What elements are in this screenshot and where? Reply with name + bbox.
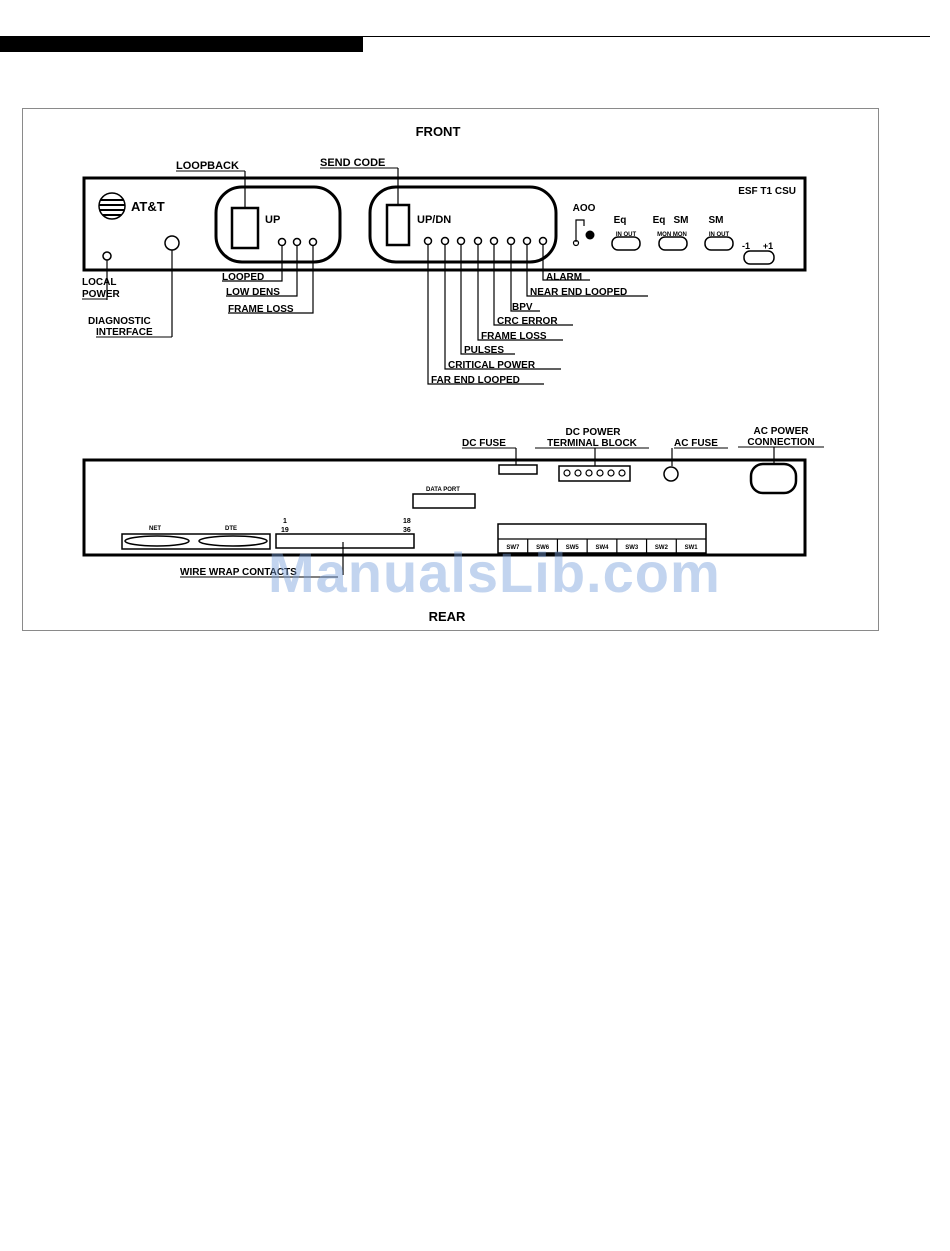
dc-terminal-block xyxy=(558,465,631,482)
low-dens-label: LOW DENS xyxy=(226,287,280,298)
option-switch-bank: SW7 SW6 SW5 SW4 SW3 SW2 SW1 xyxy=(497,523,707,554)
frame-loss-label-2: FRAME LOSS xyxy=(481,331,547,342)
bpv-led xyxy=(506,236,516,246)
local-power-label-1: LOCAL xyxy=(82,277,116,288)
net-dte-connector-bay xyxy=(121,533,271,550)
brand-label: AT&T xyxy=(131,199,165,214)
eq1-button xyxy=(611,236,641,251)
pulses-label: PULSES xyxy=(464,345,504,356)
alarm-led xyxy=(538,236,548,246)
eq2-label: Eq xyxy=(653,215,666,226)
net-label: NET xyxy=(149,526,161,532)
send-code-switch xyxy=(385,203,411,247)
ac-power-label-2: CONNECTION xyxy=(747,437,814,448)
wire-wrap-block xyxy=(275,533,415,549)
eq2-sub-label: MON MON xyxy=(657,232,687,238)
bpv-label: BPV xyxy=(512,302,533,313)
eq2-button xyxy=(658,236,688,251)
switch-label-sw3: SW3 xyxy=(625,545,639,551)
plus-one-label: +1 xyxy=(763,241,773,251)
switch-label-sw6: SW6 xyxy=(536,545,550,551)
send-code-updn-label: UP/DN xyxy=(417,214,451,226)
dc-power-label-1: DC POWER xyxy=(566,427,622,438)
frame-loss-label-1: FRAME LOSS xyxy=(228,304,294,315)
local-power-label-2: POWER xyxy=(82,289,121,300)
data-port-label: DATA PORT xyxy=(426,487,460,493)
header-rule xyxy=(363,36,930,37)
front-title: FRONT xyxy=(416,124,461,139)
pulses-led xyxy=(456,236,466,246)
looped-label: LOOPED xyxy=(222,272,264,283)
dc-power-label-2: TERMINAL BLOCK xyxy=(547,438,638,449)
wire-wrap-pin-18: 18 xyxy=(403,518,411,525)
status-leds xyxy=(423,236,548,246)
minus-one-label: -1 xyxy=(742,241,750,251)
crc-error-label: CRC ERROR xyxy=(497,316,558,327)
model-label: ESF T1 CSU xyxy=(738,186,796,197)
near-end-looped-led xyxy=(522,236,532,246)
wire-wrap-pin-1: 1 xyxy=(283,518,287,525)
rear-panel xyxy=(82,458,807,557)
sm-button xyxy=(704,236,734,251)
aoo-button xyxy=(585,230,595,240)
frame-loss-led-2 xyxy=(473,236,483,246)
dc-fuse-label: DC FUSE xyxy=(462,438,506,449)
local-power-led xyxy=(102,251,112,261)
ac-fuse xyxy=(663,466,679,482)
ac-power-label-1: AC POWER xyxy=(754,426,810,437)
aoo-switch xyxy=(575,219,585,242)
aoo-label: AOO xyxy=(573,203,596,214)
switch-label-sw2: SW2 xyxy=(655,545,669,551)
loopback-leds xyxy=(277,237,318,247)
rear-title: REAR xyxy=(429,609,466,624)
wire-wrap-pin-36: 36 xyxy=(403,527,411,534)
dte-connector xyxy=(198,535,268,547)
loopback-label: LOOPBACK xyxy=(176,160,239,172)
lbo-button xyxy=(743,250,775,265)
data-port xyxy=(412,493,476,509)
ac-fuse-label: AC FUSE xyxy=(674,438,718,449)
wire-wrap-label: WIRE WRAP CONTACTS xyxy=(180,567,297,578)
net-connector xyxy=(124,535,190,547)
far-end-looped-label: FAR END LOOPED xyxy=(431,375,520,386)
send-code-label: SEND CODE xyxy=(320,157,385,169)
diagnostic-interface-jack xyxy=(164,235,180,251)
eq1-sub-label: IN OUT xyxy=(616,232,637,238)
switch-label-sw5: SW5 xyxy=(566,545,580,551)
low-dens-led xyxy=(292,237,302,247)
loopback-switch xyxy=(230,206,260,250)
switch-label-sw1: SW1 xyxy=(685,545,699,551)
loopback-up-label: UP xyxy=(265,214,280,226)
crc-error-led xyxy=(489,236,499,246)
send-code-group xyxy=(368,185,558,264)
frame-loss-led-1 xyxy=(308,237,318,247)
loopback-group xyxy=(214,185,342,264)
sm-label-a: SM xyxy=(674,215,689,226)
dc-fuse xyxy=(498,464,538,475)
switch-label-sw4: SW4 xyxy=(595,545,609,551)
alarm-label: ALARM xyxy=(546,272,582,283)
sm-sub-label: IN OUT xyxy=(709,232,730,238)
att-globe-icon xyxy=(98,192,126,220)
diagnostic-label-1: DIAGNOSTIC xyxy=(88,316,151,327)
ac-power-connector xyxy=(749,462,798,495)
near-end-looped-label: NEAR END LOOPED xyxy=(530,287,627,298)
wire-wrap-pin-19: 19 xyxy=(281,527,289,534)
looped-led xyxy=(277,237,287,247)
critical-power-label: CRITICAL POWER xyxy=(448,360,536,371)
eq1-label: Eq xyxy=(614,215,627,226)
far-end-looped-led xyxy=(423,236,433,246)
sm-label-b: SM xyxy=(709,215,724,226)
switch-label-sw7: SW7 xyxy=(506,545,520,551)
dte-label: DTE xyxy=(225,526,237,532)
critical-power-led xyxy=(440,236,450,246)
watermark: ManualsLib.com xyxy=(268,541,721,604)
diagnostic-label-2: INTERFACE xyxy=(96,327,153,338)
header-bar xyxy=(0,36,363,52)
figure-frame xyxy=(22,108,879,631)
